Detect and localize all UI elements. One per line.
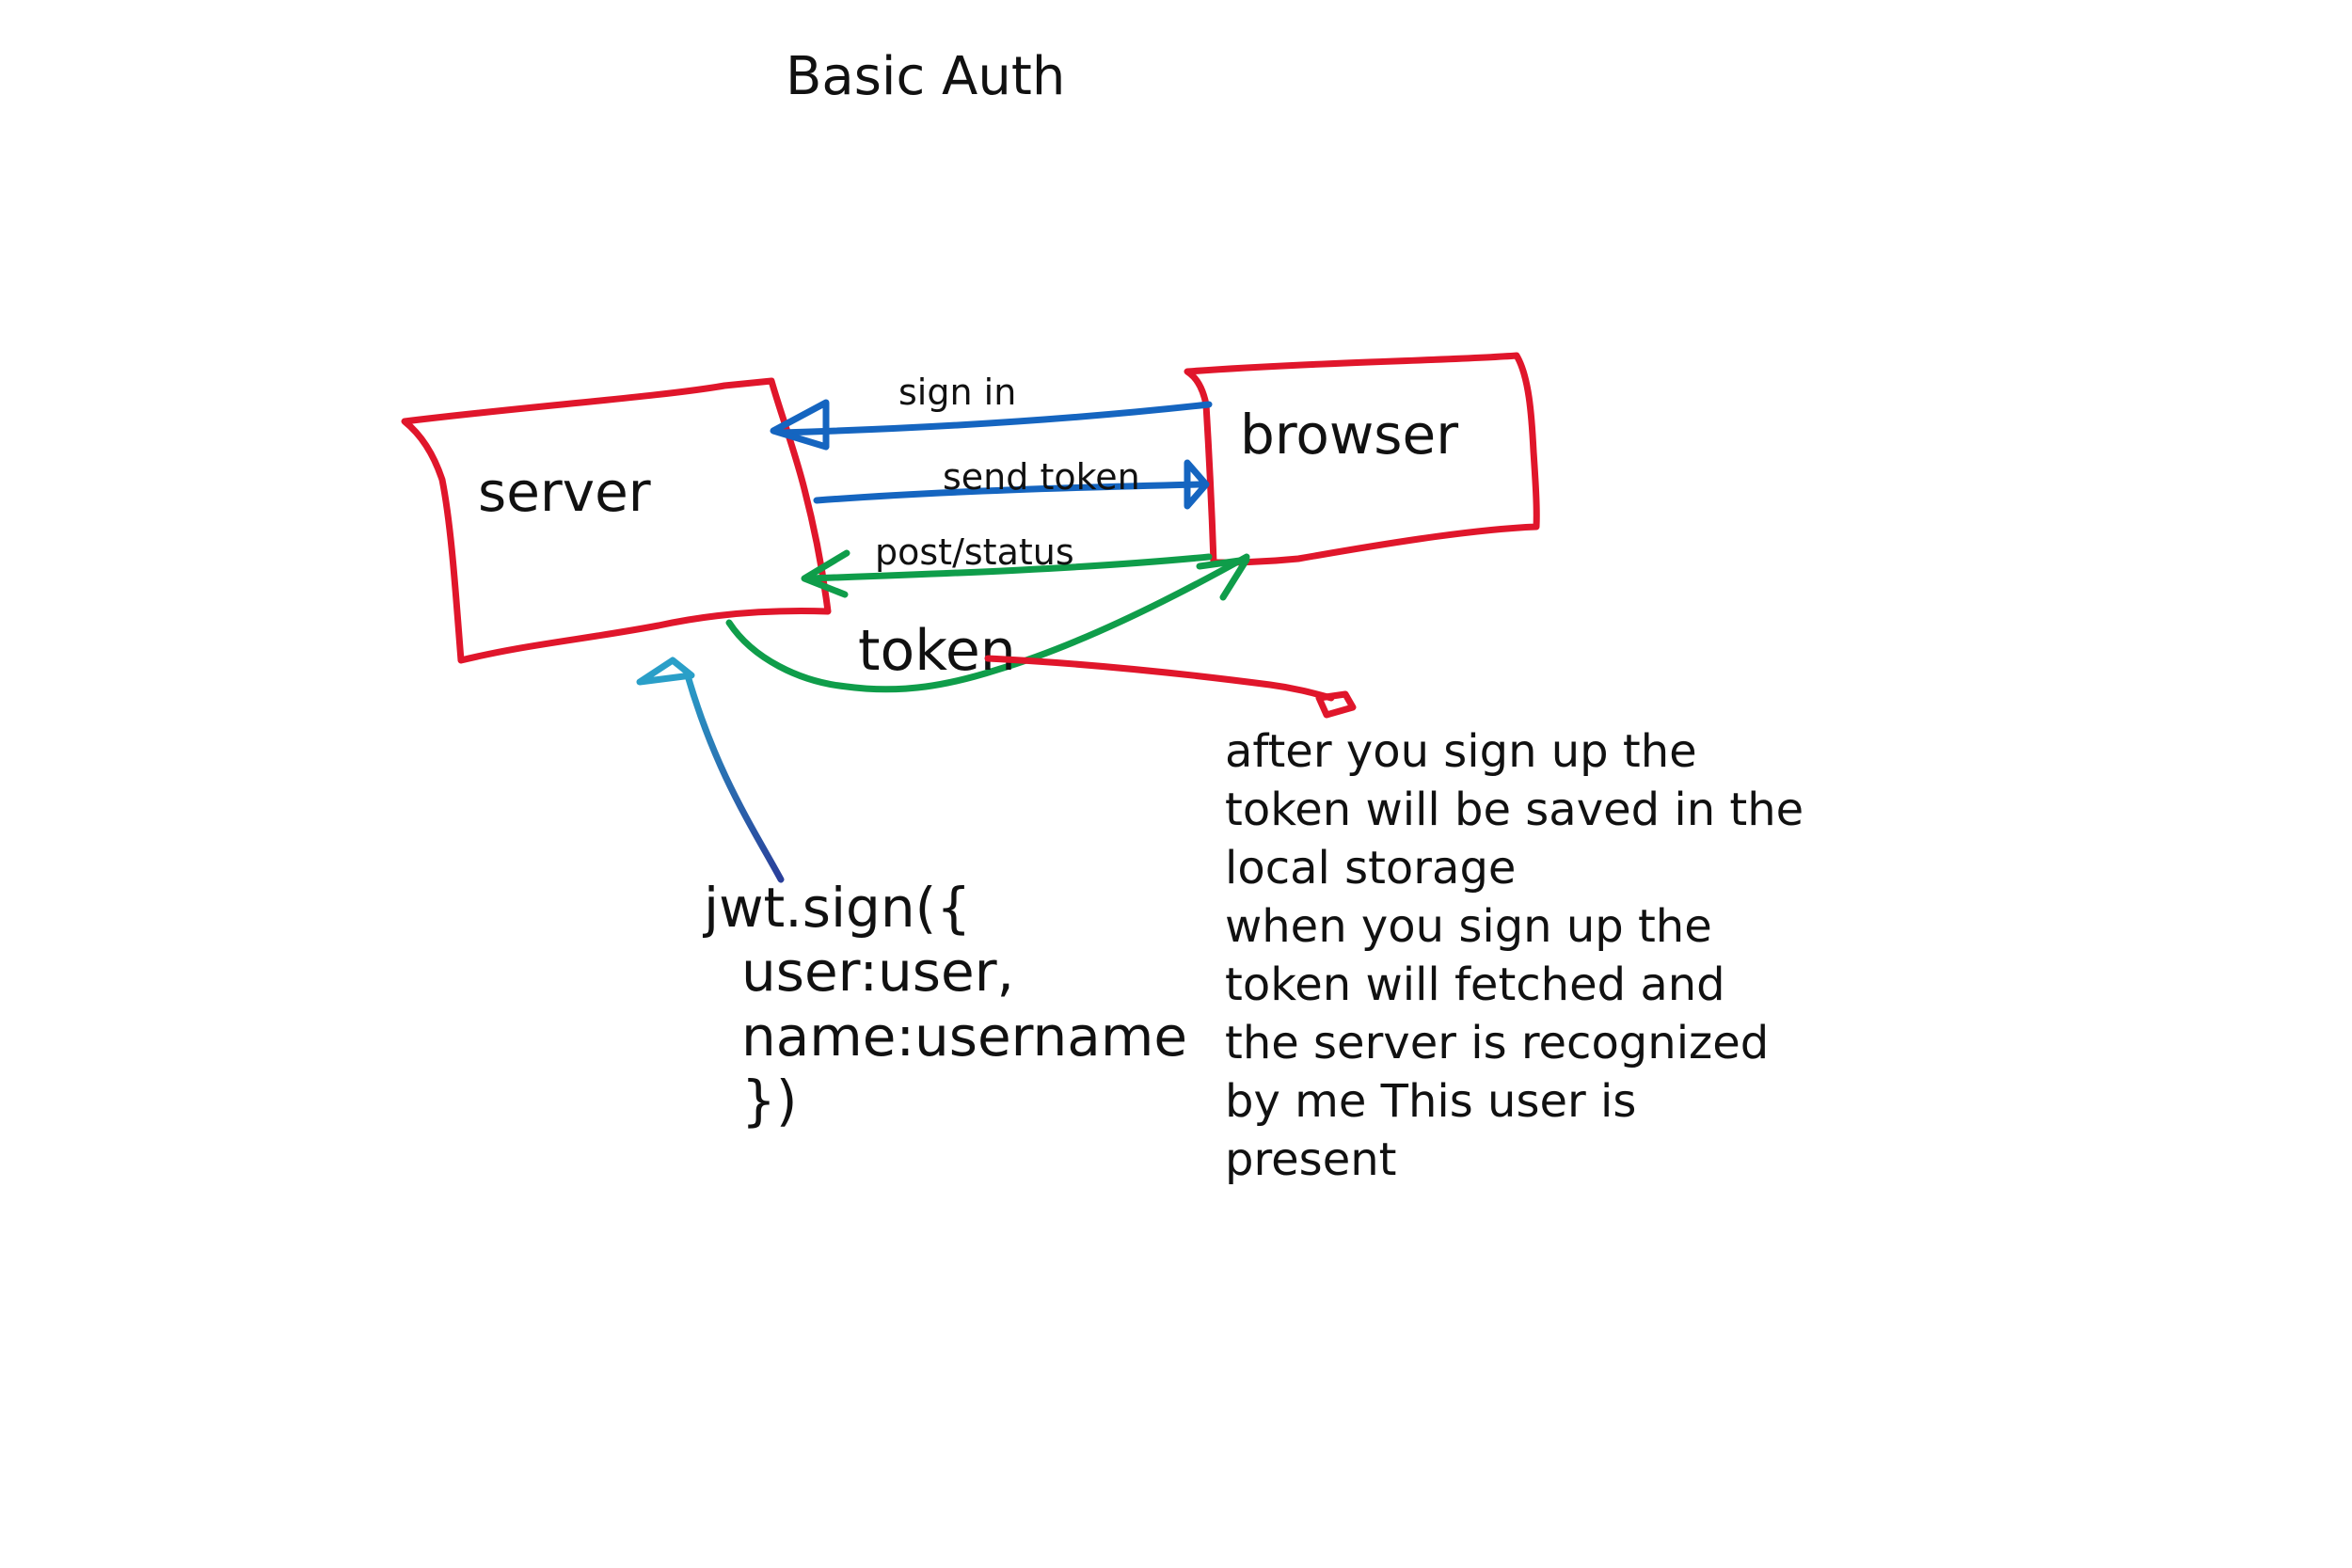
note-line: when you sign up the (1225, 900, 1712, 953)
sign-in-label: sign in (898, 372, 1016, 413)
post-status-label: post/status (875, 531, 1074, 573)
code-line: name:username (741, 1005, 1187, 1069)
code-line: }) (741, 1069, 798, 1132)
browser-label: browser (1240, 403, 1458, 467)
sign-in-arrow (770, 399, 1213, 451)
note-line: the server is recognized (1225, 1017, 1769, 1069)
code-line: user:user, (741, 940, 1014, 1004)
jwt-code-block: jwt.sign({ user:user, name:username }) (702, 876, 1187, 1132)
send-token-arrow (813, 459, 1210, 510)
note-line: token will be saved in the (1225, 784, 1804, 836)
post-status-arrow (801, 549, 1213, 598)
token-to-note-arrow (984, 655, 1357, 719)
diagram-title: Basic Auth (786, 46, 1065, 107)
browser-box (1184, 352, 1540, 566)
token-label: token (858, 618, 1016, 684)
code-to-server-arrow (636, 657, 785, 883)
send-token-label: send token (943, 456, 1140, 498)
note-line: after you sign up the (1225, 725, 1697, 778)
note-line: present (1225, 1133, 1396, 1186)
note-line: local storage (1225, 842, 1516, 895)
token-arrow (725, 553, 1250, 693)
token-note: after you sign up the token will be save… (1225, 725, 1804, 1186)
note-line: token will fetched and (1225, 958, 1725, 1011)
server-box (401, 377, 832, 664)
code-line: jwt.sign({ (702, 876, 971, 940)
note-line: by me This user is (1225, 1075, 1636, 1128)
server-label: server (478, 460, 651, 524)
